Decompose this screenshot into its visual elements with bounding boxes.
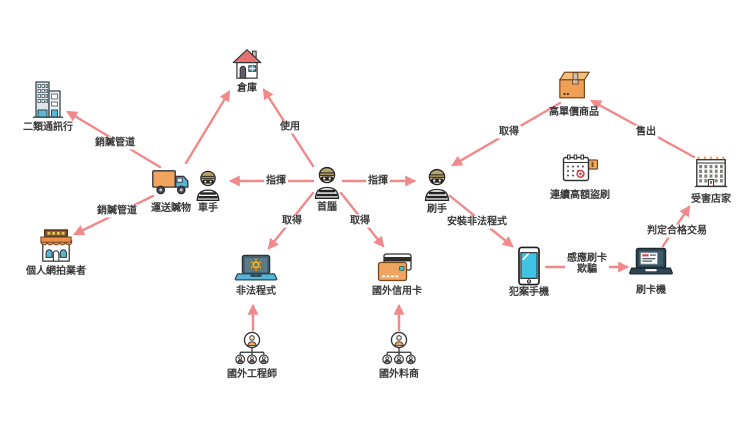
- node-crime-phone: 犯案手機: [509, 246, 549, 299]
- edge-label-obtain-card: 取得: [348, 214, 372, 228]
- node-label: 運送贓物: [151, 203, 191, 214]
- smartphone-icon: [518, 246, 540, 286]
- node-label: 國外料商: [379, 369, 419, 380]
- node-label: 連續高額盜刷: [550, 190, 610, 201]
- node-label: 倉庫: [237, 83, 257, 94]
- edge-label-sell-channel-upper: 銷贓管道: [93, 136, 137, 150]
- node-victim-store: 受害店家: [691, 154, 731, 206]
- node-foreign-engineers: 國外工程師: [227, 331, 277, 381]
- store-building-icon: [694, 155, 728, 188]
- house-icon: [232, 49, 262, 79]
- credit-cards-icon: [377, 253, 412, 282]
- laptop-gear-icon: [234, 254, 278, 281]
- edge-label-approved-transaction: 判定合格交易: [645, 224, 709, 238]
- node-warehouse: 倉庫: [232, 47, 262, 95]
- edge-label-install-program: 安裝非法程式: [445, 215, 509, 229]
- edge-label-command-left: 指揮: [264, 174, 288, 188]
- edge-label-sold: 售出: [634, 125, 658, 139]
- storefront-icon: [40, 229, 73, 262]
- edge-label-obtain-program: 取得: [280, 214, 304, 228]
- node-courier-truck: 運送贓物: [151, 168, 191, 215]
- laptop-document-icon: [629, 247, 673, 275]
- office-building-icon: [33, 81, 63, 118]
- node-goods: 高單價商品: [549, 69, 599, 119]
- node-label: 受害店家: [691, 194, 731, 205]
- node-label: 刷卡機: [636, 285, 666, 296]
- edge-label-obtain-goods: 取得: [497, 125, 521, 139]
- package-box-icon: [559, 71, 590, 99]
- org-chart-icon: [235, 331, 269, 365]
- node-swiper: 刷手: [423, 166, 451, 216]
- node-label: 非法程式: [236, 286, 276, 297]
- node-label: 二類通訊行: [23, 122, 73, 133]
- node-courier-person: 車手: [195, 168, 221, 215]
- burglar-icon: [196, 170, 220, 201]
- edge-label-sell-channel-lower: 銷贓管道: [95, 204, 139, 218]
- edge-label-line2: 欺騙: [577, 264, 597, 275]
- node-label: 高單價商品: [549, 107, 599, 118]
- edge-label-command-right: 指揮: [366, 174, 390, 188]
- edge-label-tap-card-fraud: 感應刷卡 欺騙: [565, 252, 609, 276]
- edge-label-use: 使用: [278, 120, 302, 134]
- node-foreign-supplier: 國外料商: [379, 331, 419, 381]
- node-label: 首腦: [317, 202, 337, 213]
- node-label: 刷手: [427, 204, 447, 215]
- truck-icon: [152, 170, 189, 195]
- node-illegal-program: 非法程式: [234, 254, 278, 298]
- node-label: 國外工程師: [227, 369, 277, 380]
- burglar-icon: [314, 166, 340, 199]
- node-label: 個人網拍業者: [26, 266, 86, 277]
- edge-label-line1: 感應刷卡: [567, 253, 607, 264]
- node-label: 車手: [198, 203, 218, 214]
- node-label: 國外信用卡: [372, 286, 422, 297]
- node-fraud-record: 連續高額盜刷: [550, 154, 610, 202]
- node-foreign-card: 國外信用卡: [372, 253, 422, 298]
- node-mastermind: 首腦: [313, 164, 341, 214]
- edge-courier-warehouse: [184, 90, 231, 165]
- node-online-seller: 個人網拍業者: [26, 229, 86, 278]
- burglar-icon: [424, 168, 450, 201]
- calendar-icon: [562, 154, 599, 182]
- org-chart-icon: [382, 331, 416, 365]
- node-card-reader: 刷卡機: [629, 247, 673, 297]
- node-telecom-shop: 二類通訊行: [23, 79, 73, 134]
- node-label: 犯案手機: [509, 287, 549, 298]
